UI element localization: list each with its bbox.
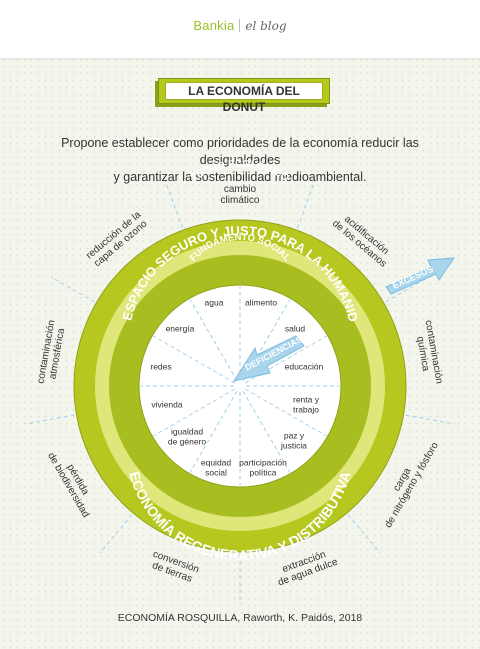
boundary-dash (296, 180, 316, 229)
ceiling-item-line: cambio (224, 184, 257, 195)
social-spoke (244, 388, 327, 437)
social-item-line: vivienda (151, 400, 182, 410)
ceiling-item: conversiónde tierras (148, 549, 201, 586)
social-item: educación (285, 362, 324, 372)
boundary-dash (99, 514, 133, 554)
social-item-line: participación (239, 458, 287, 468)
title-banner: LA ECONOMÍA DEL DONUT (158, 78, 330, 114)
social-item: alimento (245, 298, 277, 308)
social-item-line: de género (168, 437, 207, 447)
social-item-line: justicia (280, 441, 307, 451)
boundary-dashes (25, 180, 455, 604)
social-spoke (153, 335, 236, 384)
ceiling-item-line: climático (221, 195, 260, 206)
social-item-line: salud (285, 324, 306, 334)
social-item: salud (285, 324, 306, 334)
brand-name: Bankia (193, 18, 235, 33)
social-item-line: trabajo (293, 405, 319, 415)
social-item-line: redes (150, 362, 171, 372)
ceiling-item: contaminaciónatmosférica (35, 319, 68, 386)
boundary-dash (25, 414, 75, 425)
intro-line-2: y garantizar la sostenibilidad medioambi… (113, 170, 367, 184)
boundary-dash (405, 414, 455, 425)
social-item-line: equidad (201, 458, 232, 468)
social-spoke (189, 299, 238, 382)
social-item-line: social (205, 468, 227, 478)
social-item-line: agua (205, 298, 224, 308)
social-item-line: paz y (284, 431, 305, 441)
social-spoke (242, 390, 291, 473)
brand-divider (239, 19, 241, 32)
ceiling-item: contaminaciónquímica (412, 319, 445, 386)
excesos-arrow: EXCESOS (385, 257, 455, 295)
intro-text: Propone establecer como prioridades de l… (30, 135, 450, 186)
intro-line-1: Propone establecer como prioridades de l… (61, 136, 419, 167)
blog-header: Bankia el blog (0, 0, 480, 58)
social-item-line: igualdad (171, 427, 203, 437)
boundary-dash (385, 276, 430, 303)
social-item-line: alimento (245, 298, 277, 308)
social-item-line: política (250, 468, 277, 478)
source-footer: ECONOMÍA ROSQUILLA, Raworth, K. Paidós, … (117, 612, 363, 624)
donut-hole (138, 284, 342, 488)
boundary-dash (164, 180, 184, 229)
social-item: energía (166, 324, 195, 334)
boundary-dash (50, 276, 95, 303)
boundary-dash (347, 514, 381, 554)
page-title: LA ECONOMÍA DEL DONUT (165, 82, 323, 114)
social-item: redes (150, 362, 171, 372)
social-spoke (153, 388, 236, 437)
brand-logo[interactable]: Bankia el blog (0, 17, 480, 36)
ceiling-ring-label: TECHO ECOLÓGICO (189, 159, 291, 185)
social-item: agua (205, 298, 224, 308)
social-item-line: energía (166, 324, 195, 334)
social-spoke (189, 390, 238, 473)
social-item-line: educación (285, 362, 324, 372)
social-item-line: renta y (293, 395, 320, 405)
brand-blog-label: el blog (245, 19, 287, 33)
social-item: vivienda (151, 400, 182, 410)
